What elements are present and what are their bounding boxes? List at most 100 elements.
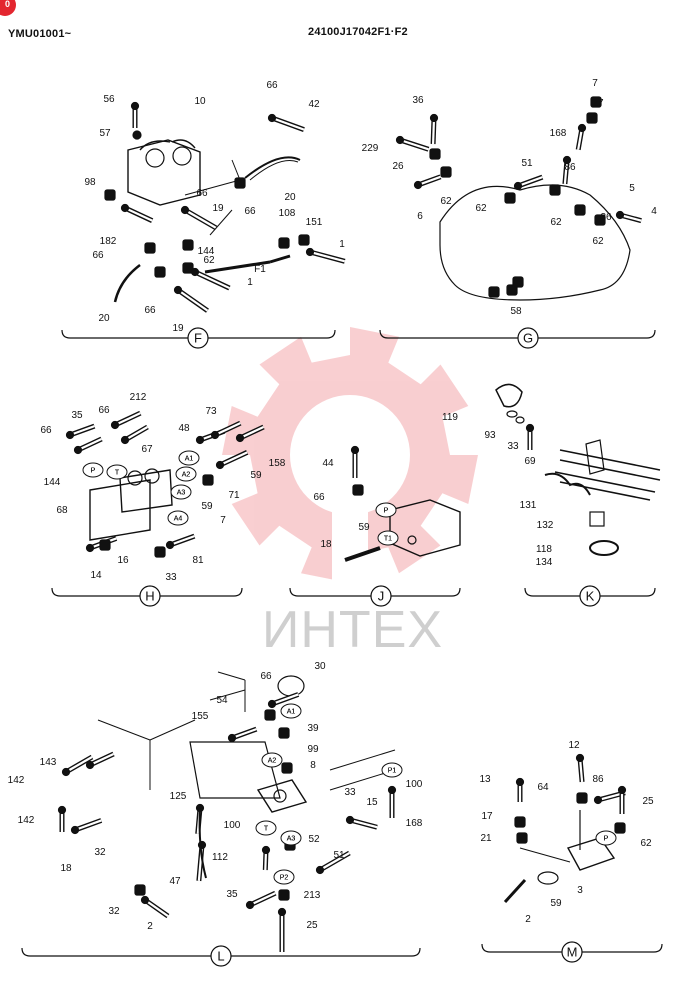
- svg-text:A2: A2: [268, 758, 277, 765]
- callout-G-0: 7: [592, 78, 598, 89]
- callout-H-23: 81: [192, 555, 204, 566]
- section-badge-M: [561, 941, 583, 963]
- callout-L-2: 54: [216, 695, 228, 706]
- callout-G-10: 62: [440, 196, 452, 207]
- callout-H-5: 48: [178, 423, 190, 434]
- callout-G-13: 4: [651, 206, 657, 217]
- callout-H-21: 16: [117, 555, 129, 566]
- callout-H-14: 71: [228, 490, 240, 501]
- callout-L-8: 143: [40, 757, 57, 768]
- callout-tag-L: A1: [287, 709, 296, 716]
- callout-F-15: 1: [339, 239, 345, 250]
- callout-F-20: 66: [144, 305, 156, 316]
- callout-L-13: 142: [18, 815, 35, 826]
- callout-H-3: 73: [205, 406, 217, 417]
- callout-L-14: 125: [170, 791, 187, 802]
- callout-F-8: 19: [212, 203, 224, 214]
- callout-K-2: 33: [507, 441, 519, 452]
- callout-L-32: 25: [306, 920, 318, 931]
- section-letter-F: F: [194, 331, 202, 346]
- callout-L-15: 33: [344, 787, 356, 798]
- callout-L-16: 15: [366, 797, 378, 808]
- callout-G-16: 58: [510, 306, 522, 317]
- callout-G-6: 51: [521, 158, 533, 169]
- callout-M-7: 21: [480, 833, 492, 844]
- callout-G-15: 62: [592, 236, 604, 247]
- callout-tag-J: P: [384, 508, 389, 515]
- svg-text:P1: P1: [388, 768, 397, 775]
- callout-tag-L: P2: [280, 875, 289, 882]
- section-badge-F: [187, 327, 209, 349]
- callout-G-7: 86: [564, 162, 576, 173]
- callout-K-3: 69: [524, 456, 536, 467]
- callout-F-5: 98: [84, 177, 96, 188]
- svg-text:A2: A2: [182, 472, 191, 479]
- callout-F-1: 10: [194, 96, 206, 107]
- callout-L-26: 47: [169, 876, 181, 887]
- callout-M-11: 2: [525, 914, 531, 925]
- callout-H-19: 7: [220, 515, 226, 526]
- callout-F-17: F1: [254, 264, 266, 275]
- section-letter-K: K: [586, 589, 595, 604]
- callout-tag-L: A3: [287, 836, 296, 843]
- callout-tag-L: P1: [388, 768, 397, 775]
- callout-M-0: 12: [568, 740, 580, 751]
- callout-M-9: 59: [550, 898, 562, 909]
- svg-text:T1: T1: [384, 536, 392, 543]
- callout-K-4: 131: [520, 500, 537, 511]
- callout-L-25: 112: [212, 852, 228, 863]
- callout-F-14: 144: [198, 246, 215, 257]
- callout-K-6: 118: [536, 544, 552, 555]
- callout-tag-H: A2: [182, 472, 191, 479]
- callout-G-9: 6: [417, 211, 423, 222]
- callout-tag-H: A3: [177, 490, 186, 497]
- callout-F-16: 62: [203, 255, 215, 266]
- section-badge-G: [517, 327, 539, 349]
- watermark-gear-icon: [222, 327, 478, 585]
- callout-L-30: 32: [108, 906, 120, 917]
- callout-J-1: 66: [313, 492, 325, 503]
- section-letter-J: J: [378, 589, 385, 604]
- callout-F-11: 108: [279, 208, 296, 219]
- callout-tag-H: A1: [185, 456, 194, 463]
- svg-text:T: T: [264, 826, 269, 833]
- callout-M-5: 17: [481, 811, 493, 822]
- callout-F-21: 19: [172, 323, 184, 334]
- model-code: YMU01001~: [8, 28, 72, 40]
- callout-tag-J: T1: [384, 536, 392, 543]
- callout-F-12: 151: [306, 217, 323, 228]
- callout-H-7: 158: [269, 458, 286, 469]
- callout-H-20: 14: [90, 570, 102, 581]
- callout-L-28: 213: [304, 890, 321, 901]
- section-badge-L: [210, 945, 232, 967]
- callout-L-23: 51: [333, 850, 345, 861]
- callout-H-22: 33: [165, 572, 177, 583]
- callout-H-0: 212: [130, 392, 147, 403]
- callout-H-4: 66: [40, 425, 52, 436]
- callout-J-4: 18: [320, 539, 332, 550]
- callout-M-2: 86: [592, 774, 604, 785]
- callout-tag-H: P: [91, 468, 96, 475]
- callout-L-0: 30: [314, 661, 326, 672]
- callout-F-3: 42: [308, 99, 320, 110]
- section-letter-H: H: [145, 589, 154, 604]
- callout-L-6: 99: [307, 744, 319, 755]
- svg-text:P: P: [91, 468, 96, 475]
- callout-K-1: 93: [484, 430, 496, 441]
- callout-J-3: 59: [358, 522, 370, 533]
- section-badge-H: [139, 585, 161, 607]
- svg-text:A4: A4: [174, 516, 183, 523]
- callout-G-11: 62: [475, 203, 487, 214]
- callout-F-0: 56: [103, 94, 115, 105]
- section-badge-K: [579, 585, 601, 607]
- callout-L-18: 32: [94, 847, 106, 858]
- watermark-text: ИНТЕХ: [262, 601, 444, 659]
- svg-text:A3: A3: [177, 490, 186, 497]
- callout-G-8: 5: [629, 183, 635, 194]
- callout-J-0: 44: [322, 458, 334, 469]
